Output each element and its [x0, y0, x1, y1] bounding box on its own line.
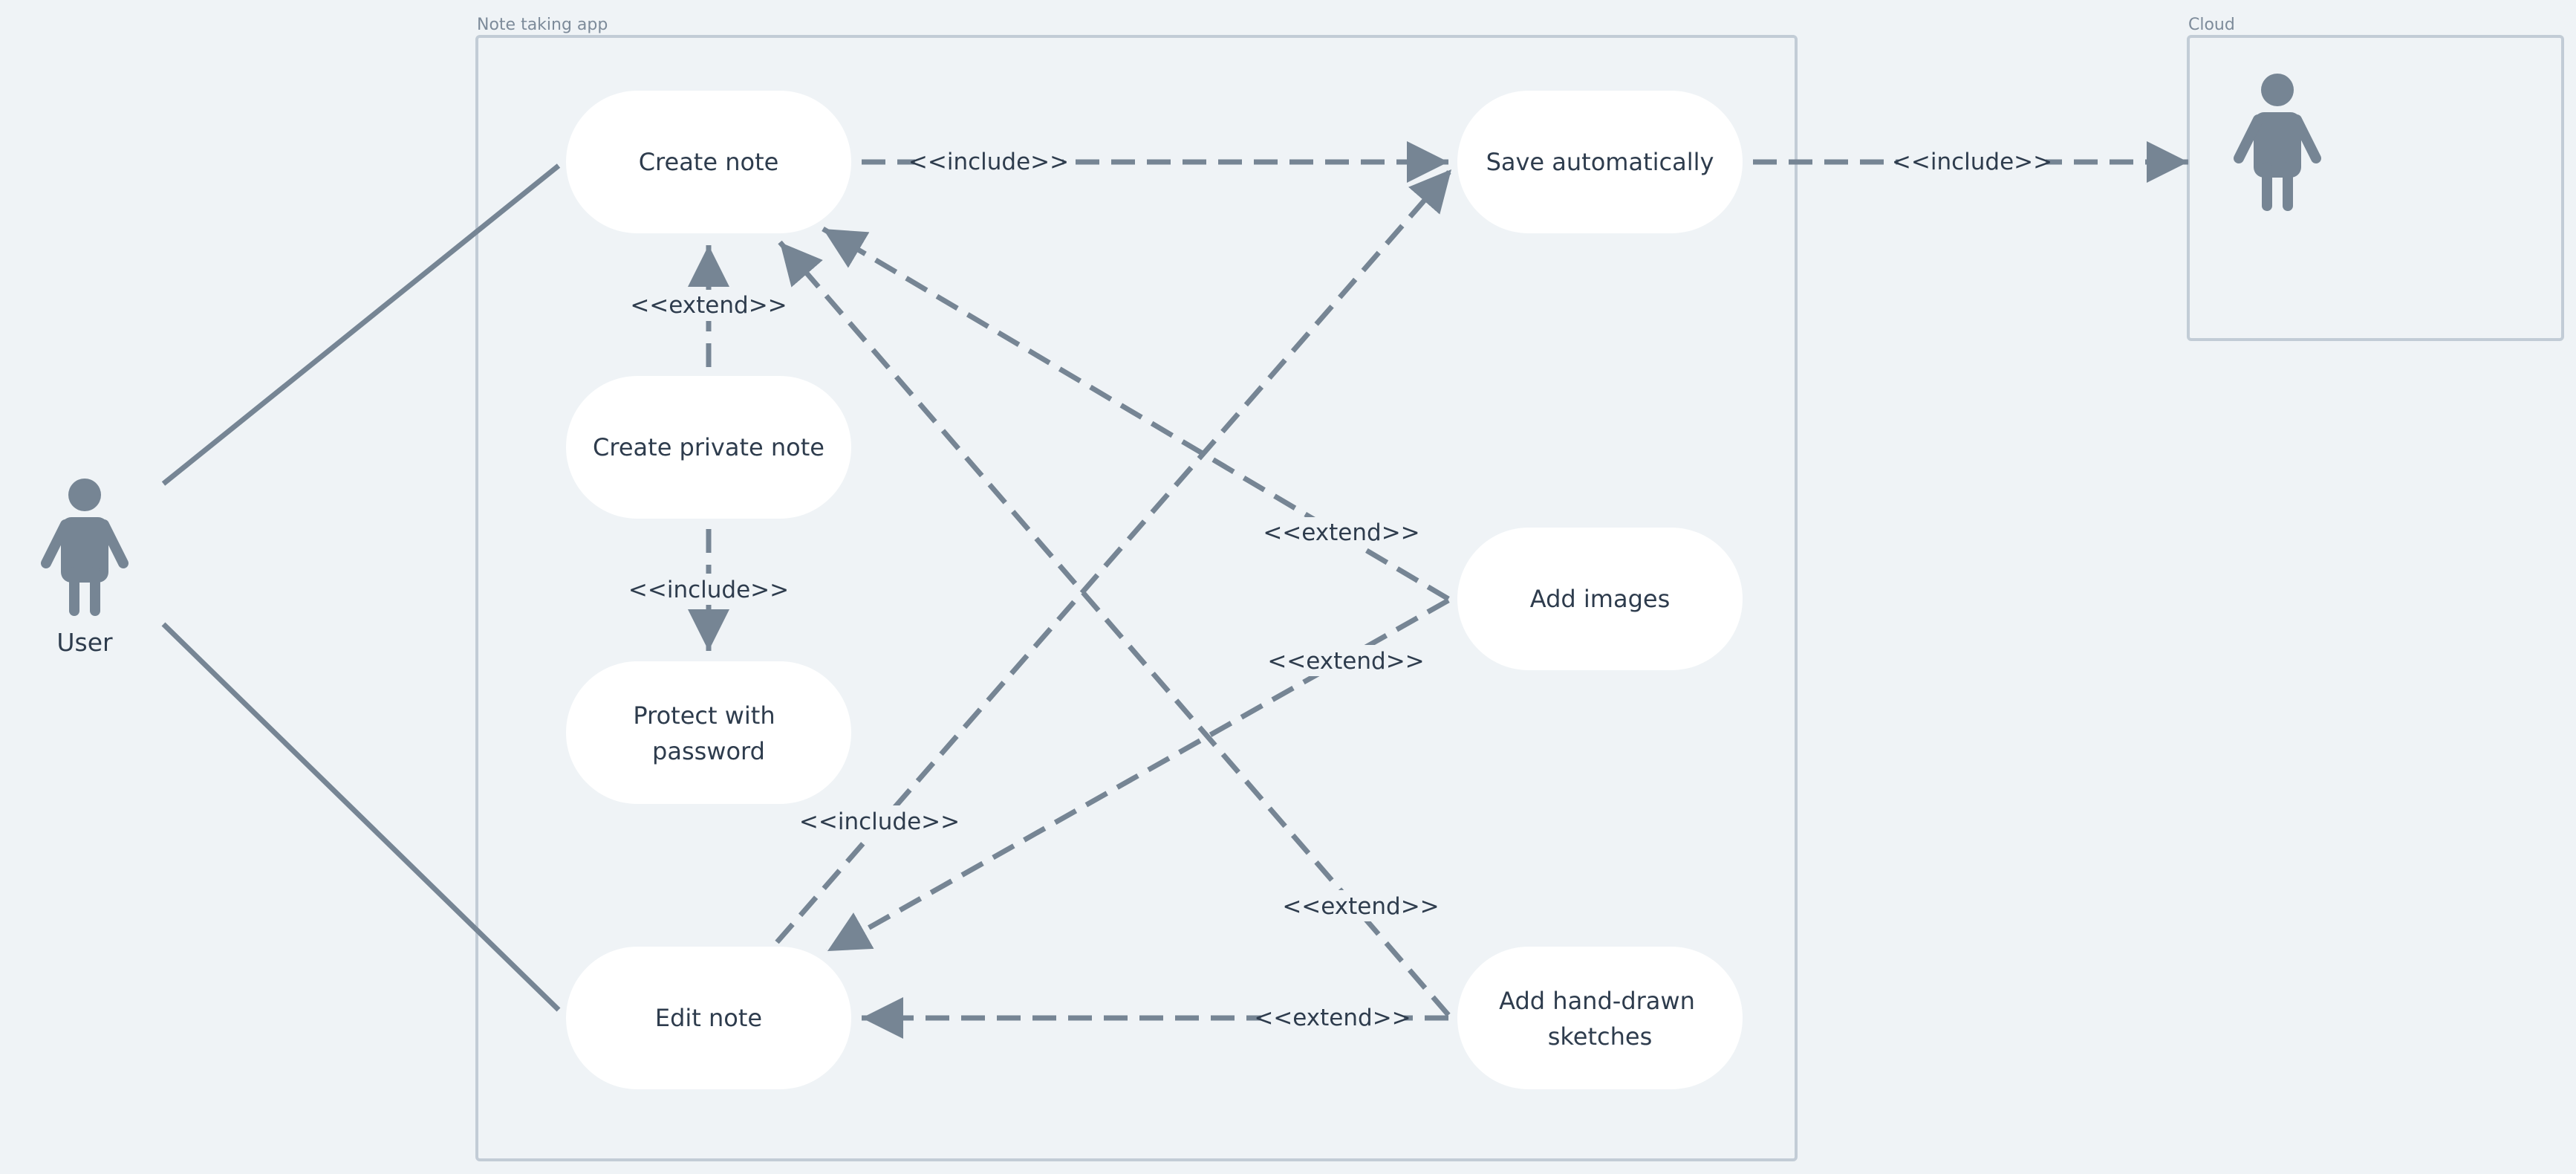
private-protect-include-label: <<include>>: [628, 577, 789, 603]
edit-save-include-label: <<include>>: [799, 808, 960, 835]
person-icon: [41, 479, 129, 616]
usecase-sketches-line-2: sketches: [1548, 1022, 1653, 1051]
usecase-add-hand-drawn-sketches[interactable]: Add hand-drawn sketches: [1457, 947, 1743, 1089]
cloud-boundary-label: Cloud: [2188, 16, 2235, 34]
usecase-protect-with-password[interactable]: Protect with password: [566, 661, 851, 804]
actor-user-label: User: [56, 628, 113, 657]
usecase-protect-line-1: Protect with: [633, 701, 775, 730]
app-boundary-label: Note taking app: [477, 16, 608, 34]
edit-save-include-line: [775, 167, 1454, 944]
images-create-extend-label: <<extend>>: [1263, 519, 1419, 546]
person-icon: [2234, 74, 2321, 211]
usecase-protect-line-2: password: [652, 737, 765, 765]
usecase-save-automatically[interactable]: Save automatically: [1457, 91, 1743, 233]
usecase-sketches-line-1: Add hand-drawn: [1499, 987, 1695, 1015]
usecase-create-note-label: Create note: [639, 148, 779, 176]
actor-user[interactable]: User: [41, 479, 129, 657]
dependency-lines: [688, 141, 2188, 1039]
user-create-note-association: [161, 163, 561, 486]
usecase-create-private-note-label: Create private note: [593, 433, 824, 461]
usecase-edit-note[interactable]: Edit note: [566, 947, 851, 1089]
cloud-boundary: Cloud: [2187, 16, 2564, 341]
usecase-edit-note-label: Edit note: [655, 1004, 762, 1032]
images-edit-extend-label: <<extend>>: [1267, 648, 1424, 675]
create-save-include-label: <<include>>: [908, 149, 1069, 175]
usecase-add-images[interactable]: Add images: [1457, 528, 1743, 670]
sketches-edit-extend-label: <<extend>>: [1254, 1005, 1411, 1031]
edge-labels: <<include>> <<include>> <<extend>> <<inc…: [628, 146, 2052, 1033]
sketches-create-extend-label: <<extend>>: [1282, 893, 1439, 920]
actor-cloud[interactable]: [2234, 74, 2321, 211]
app-boundary: Note taking app: [475, 16, 1798, 1161]
save-cloud-include-label: <<include>>: [1892, 149, 2052, 175]
usecase-create-private-note[interactable]: Create private note: [566, 376, 851, 519]
private-create-extend-label: <<extend>>: [630, 292, 787, 319]
user-edit-note-association: [161, 622, 561, 1012]
association-lines: [161, 163, 561, 1012]
usecase-create-note[interactable]: Create note: [566, 91, 851, 233]
sketches-create-extend-line: [778, 240, 1451, 1017]
usecase-add-images-label: Add images: [1530, 585, 1670, 613]
usecase-save-automatically-label: Save automatically: [1486, 148, 1714, 176]
